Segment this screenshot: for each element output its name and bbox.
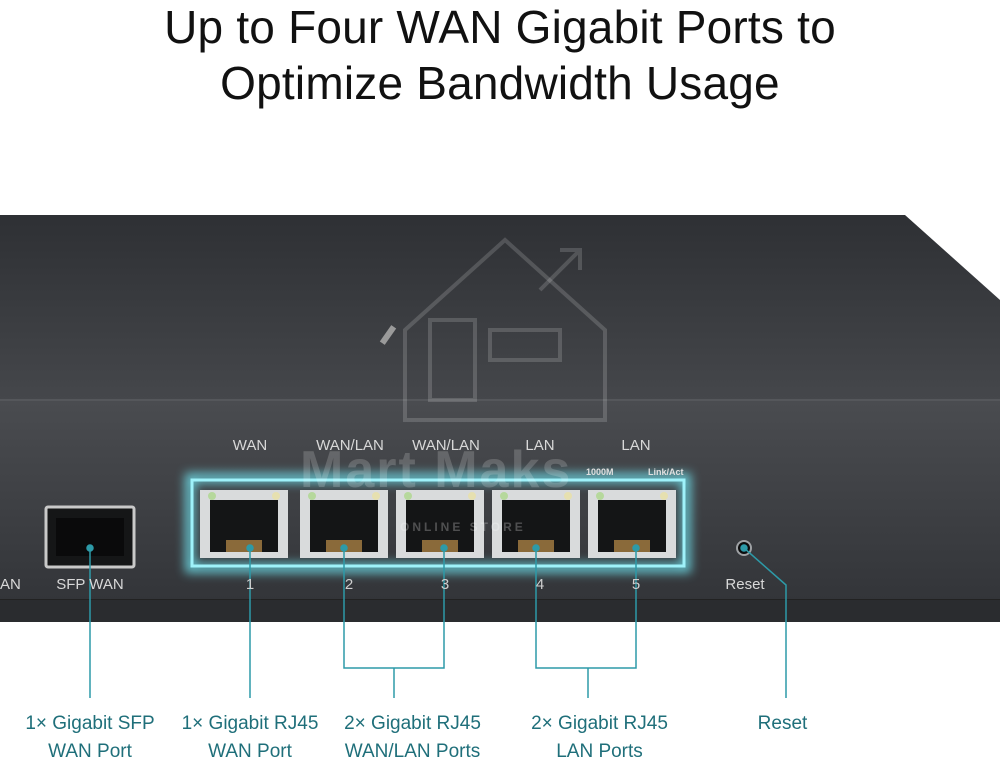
callout-sfp: 1× Gigabit SFP WAN Port [5, 710, 175, 766]
port-number-2: 2 [344, 576, 354, 593]
port-label-wan: WAN [232, 437, 268, 454]
port-number-5: 5 [631, 576, 641, 593]
callout-lines [86, 544, 787, 698]
rj45-port-4 [492, 490, 580, 558]
callout-sfp-line1: 1× Gigabit SFP [25, 713, 155, 734]
port-label-lan-5: LAN [621, 437, 651, 454]
headline-line-1: Up to Four WAN Gigabit Ports to [164, 1, 836, 53]
callout-reset: Reset [735, 710, 830, 738]
left-cut-label: AN [0, 576, 21, 593]
rj45-port-highlight [190, 478, 686, 568]
watermark-text: Mart Maks [300, 441, 573, 499]
rj45-port-1 [200, 490, 288, 558]
callout-lan-line1: 2× Gigabit RJ45 [531, 713, 668, 734]
callout-wan-line1: 1× Gigabit RJ45 [181, 713, 319, 734]
rj45-port-5 [588, 490, 676, 558]
port-number-1: 1 [245, 576, 255, 593]
sfp-label: SFP WAN [56, 576, 124, 593]
headline-line-2: Optimize Bandwidth Usage [220, 57, 780, 109]
port-number-4: 4 [535, 576, 545, 593]
watermark-logo [403, 237, 607, 422]
reset-label: Reset [725, 576, 765, 593]
port-label-wanlan-2: WAN/LAN [316, 437, 384, 454]
callout-lan: 2× Gigabit RJ45 LAN Ports [512, 710, 687, 766]
rj45-port-3 [396, 490, 484, 558]
device-top-face [0, 215, 1000, 400]
callout-wan-line2: WAN Port [208, 741, 292, 762]
callout-reset-line1: Reset [757, 713, 808, 734]
callout-wanlan: 2× Gigabit RJ45 WAN/LAN Ports [320, 710, 505, 766]
callout-sfp-line2: WAN Port [48, 741, 132, 762]
watermark-subtext: ONLINE STORE [400, 520, 526, 534]
callout-wanlan-line1: 2× Gigabit RJ45 [344, 713, 481, 734]
port-label-lan-4: LAN [525, 437, 555, 454]
callout-wan-rj45: 1× Gigabit RJ45 WAN Port [165, 710, 335, 766]
port-label-wanlan-3: WAN/LAN [412, 437, 480, 454]
callout-lan-line2: LAN Ports [556, 741, 643, 762]
callout-wanlan-line2: WAN/LAN Ports [344, 741, 481, 762]
led-label-1000m: 1000M [586, 467, 614, 477]
port-number-3: 3 [440, 576, 450, 593]
led-label-linkact: Link/Act [648, 467, 684, 477]
